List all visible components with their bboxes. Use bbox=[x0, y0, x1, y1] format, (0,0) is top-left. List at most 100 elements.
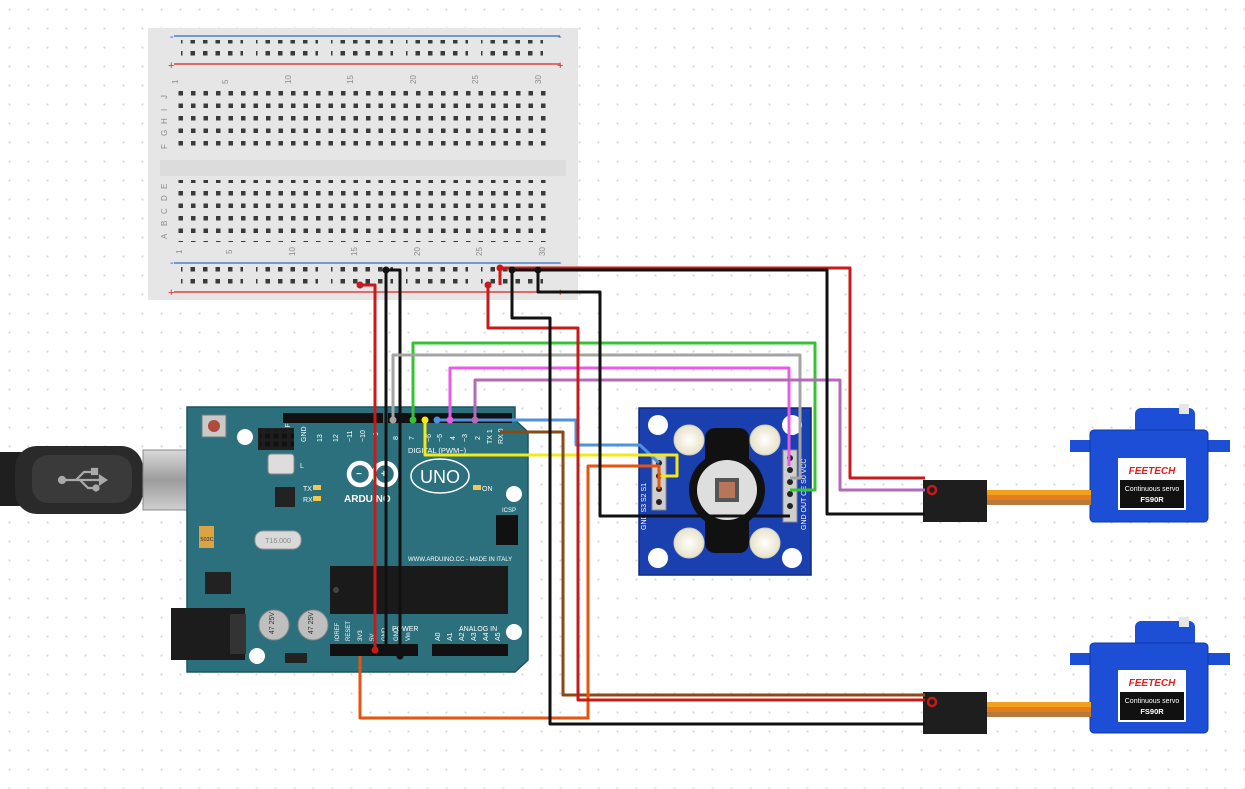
sensor-right-pin-labels: GND OUT OE S0 VCC bbox=[801, 459, 808, 530]
mount-hole bbox=[648, 415, 668, 435]
header-holes bbox=[434, 646, 508, 654]
svg-text:+: + bbox=[381, 469, 387, 480]
servo-wire-ground bbox=[987, 712, 1091, 717]
rail-holes bbox=[406, 40, 468, 62]
capacitor-b bbox=[297, 609, 329, 641]
col-num: 20 bbox=[413, 247, 422, 256]
pin-label-5: ~5 bbox=[437, 434, 444, 442]
header-holes bbox=[498, 517, 516, 543]
rail-holes bbox=[331, 40, 393, 62]
sensor-left-pin-labels: GND S3 S2 S1 bbox=[641, 483, 648, 530]
pin-label: 3V3 bbox=[358, 630, 364, 641]
rail-holes bbox=[181, 267, 243, 289]
pin-label-10: ~10 bbox=[360, 430, 367, 442]
column-numbers-top: 1 5 10 15 20 25 30 bbox=[171, 75, 543, 84]
servo-model: FS90R bbox=[1140, 495, 1164, 504]
row-letter: G bbox=[160, 130, 169, 136]
header-holes bbox=[260, 430, 294, 448]
servo-brand: FEETECH bbox=[1129, 466, 1176, 477]
col-num: 15 bbox=[350, 247, 359, 256]
uno-badge bbox=[410, 458, 470, 494]
rx-label: RX bbox=[303, 497, 313, 504]
col-num: 30 bbox=[534, 75, 543, 84]
rail-plus-label: + bbox=[557, 60, 563, 72]
pin-label: A1 bbox=[447, 632, 454, 641]
rail-holes bbox=[331, 267, 393, 289]
servo-tab bbox=[1204, 440, 1230, 452]
mount-hole bbox=[249, 648, 265, 664]
mount-hole bbox=[648, 548, 668, 568]
rail-minus-label: - bbox=[558, 257, 562, 269]
led-white bbox=[749, 527, 781, 559]
servo-tab bbox=[1204, 653, 1230, 665]
atmega-chip bbox=[330, 566, 508, 614]
mount-hole bbox=[782, 415, 802, 435]
row-letter: I bbox=[160, 109, 169, 111]
on-label: ON bbox=[482, 486, 493, 493]
pin-label: A2 bbox=[459, 632, 466, 641]
rail-minus-label: - bbox=[170, 31, 174, 43]
mount-hole bbox=[237, 429, 253, 445]
svg-text:−: − bbox=[356, 469, 362, 480]
rail-holes bbox=[406, 267, 468, 289]
row-letter: E bbox=[160, 184, 169, 189]
row-letter: C bbox=[160, 208, 169, 214]
servo-wire-signal bbox=[987, 490, 1091, 495]
usb-icon bbox=[57, 467, 108, 492]
voltage-regulator bbox=[205, 572, 231, 594]
color-sensor-module: GND S3 S2 S1 GND OUT OE S0 VCC bbox=[638, 407, 812, 576]
servo-spline bbox=[1179, 404, 1189, 414]
pin-label: 5V bbox=[370, 634, 376, 641]
wire-black-sensor-gnd bbox=[536, 270, 790, 518]
wire-red-servo1-vcc bbox=[498, 266, 925, 480]
pin-label: A0 bbox=[435, 632, 442, 641]
servo-label-dark bbox=[1120, 480, 1184, 508]
pin-label: RESET bbox=[346, 621, 352, 641]
model-label: UNO bbox=[420, 467, 460, 487]
led-white bbox=[673, 527, 705, 559]
pin-label-gnd: GND bbox=[301, 426, 308, 442]
servo-wire-ground bbox=[987, 500, 1091, 505]
rail-holes bbox=[256, 40, 318, 62]
row-letter: H bbox=[160, 118, 169, 124]
col-num: 20 bbox=[409, 75, 418, 84]
wire-brown-servo2 bbox=[500, 430, 925, 697]
capacitor-a bbox=[258, 609, 290, 641]
usb-chip bbox=[275, 487, 295, 507]
crystal bbox=[254, 530, 302, 550]
col-num: 15 bbox=[346, 75, 355, 84]
capacitor-tant bbox=[199, 526, 214, 548]
rx-led bbox=[313, 496, 321, 501]
brand-label: ARDUINO bbox=[344, 494, 391, 505]
led-white bbox=[673, 424, 705, 456]
rail-minus-label: - bbox=[558, 31, 562, 43]
servo-wire-power bbox=[987, 495, 1091, 500]
row-letters-bottom: E D C B A bbox=[160, 184, 169, 239]
rail-holes bbox=[481, 40, 543, 62]
servo-type: Continuous servo bbox=[1125, 698, 1180, 705]
icsp-label: ICSP bbox=[502, 508, 516, 514]
servo-wire-power bbox=[987, 707, 1091, 712]
pin-label-13: 13 bbox=[317, 434, 324, 442]
servo-brand: FEETECH bbox=[1129, 678, 1176, 689]
servo-model: FS90R bbox=[1140, 707, 1164, 716]
pin-label-11: ~11 bbox=[347, 431, 354, 442]
tx-label: TX bbox=[303, 486, 312, 493]
cap-a-label: 47 25V bbox=[269, 612, 276, 635]
pin-label-4: 4 bbox=[450, 436, 457, 440]
pin-label-rx0: RX 0 bbox=[498, 428, 505, 444]
breadboard: - - + + 1 5 10 15 20 25 30 J I H G F E bbox=[148, 28, 578, 300]
terminal-strip-bottom bbox=[174, 180, 550, 242]
col-num: 25 bbox=[471, 75, 480, 84]
reset-button-cap[interactable] bbox=[208, 420, 220, 432]
wire-red-servo2-vcc bbox=[486, 285, 925, 702]
small-component bbox=[285, 653, 307, 663]
digital-label: DIGITAL (PWM~) bbox=[408, 446, 467, 455]
analog-label: ANALOG IN bbox=[459, 626, 497, 633]
jumper-block bbox=[267, 453, 295, 475]
wire-pink-oe bbox=[448, 366, 791, 466]
rail-plus-label: + bbox=[168, 60, 174, 72]
row-letter: J bbox=[160, 95, 169, 99]
wire-black-servo1-gnd bbox=[512, 268, 925, 516]
